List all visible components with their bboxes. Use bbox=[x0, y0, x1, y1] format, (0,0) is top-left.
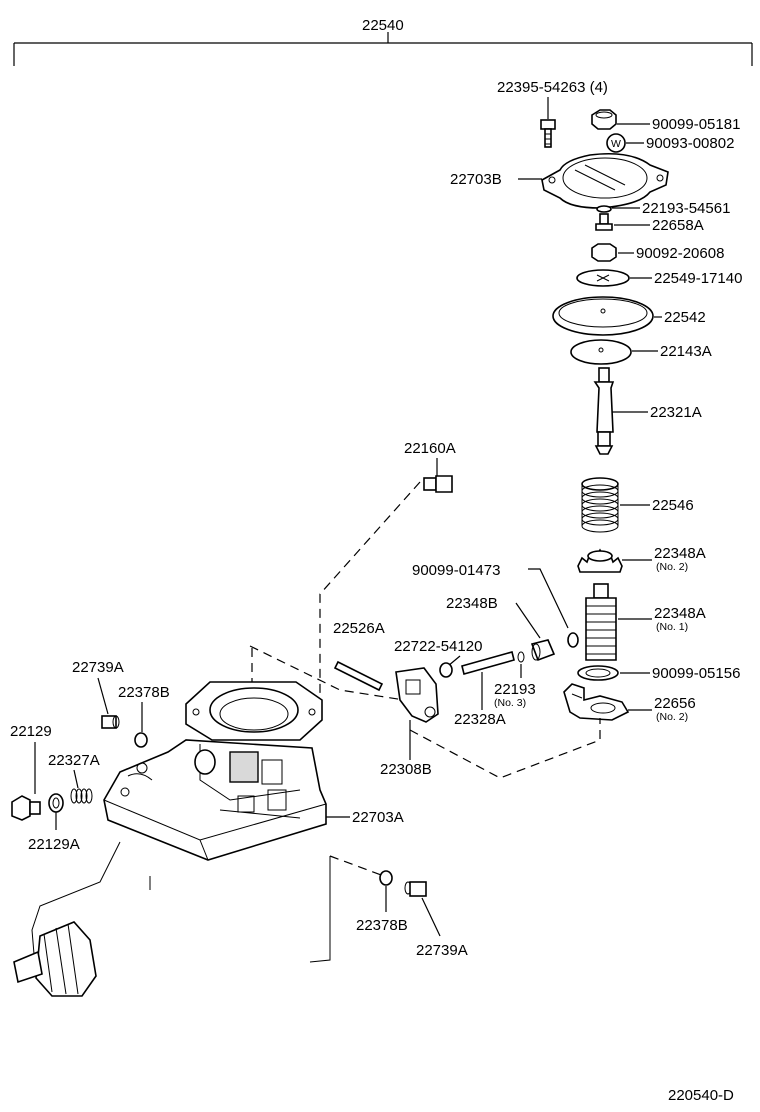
part-label-22739A-bottom: 22739A bbox=[416, 942, 468, 959]
gasket-small-part bbox=[134, 732, 148, 748]
part-label-22542: 22542 bbox=[664, 309, 706, 326]
shaft-part bbox=[593, 367, 615, 455]
part-label-22378B-bottom: 22378B bbox=[356, 917, 408, 934]
adjusting-screw-part bbox=[595, 213, 613, 231]
plug-small-part bbox=[101, 715, 120, 729]
lock-nut-part bbox=[591, 243, 617, 262]
part-sublabel-no2: (No. 2) bbox=[656, 561, 688, 573]
figure-code-label: 220540-D bbox=[668, 1087, 734, 1104]
part-label-22327A: 22327A bbox=[48, 752, 100, 769]
part-label-90092-20608: 90092-20608 bbox=[636, 245, 724, 262]
part-label-90099-05156: 90099-05156 bbox=[652, 665, 740, 682]
assembly-number-label: 22540 bbox=[362, 17, 404, 34]
lever-bracket-part bbox=[395, 667, 439, 723]
part-sublabel-no1: (No. 1) bbox=[656, 621, 688, 633]
small-ring-part bbox=[567, 632, 579, 648]
part-label-90093-00802: 90093-00802 bbox=[646, 135, 734, 152]
part-label-22739A-top: 22739A bbox=[72, 659, 124, 676]
part-label-22308B: 22308B bbox=[380, 761, 432, 778]
nut-small-part bbox=[439, 662, 453, 678]
assembly-dashed-line bbox=[409, 718, 601, 779]
part-label-22193: 22193 bbox=[494, 681, 536, 698]
assembly-bracket bbox=[13, 32, 753, 66]
part-label-22658A: 22658A bbox=[652, 217, 704, 234]
leader-line bbox=[528, 568, 569, 629]
part-label-22378B-top: 22378B bbox=[118, 684, 170, 701]
leader-line bbox=[421, 897, 441, 937]
assembly-dashed-line bbox=[329, 855, 385, 877]
spring-seat-gear-part bbox=[577, 548, 623, 573]
part-label-90099-01473: 90099-01473 bbox=[412, 562, 500, 579]
part-label-22328A: 22328A bbox=[454, 711, 506, 728]
plug-part bbox=[423, 475, 453, 493]
part-label-22395-54263: 22395-54263 (4) bbox=[497, 79, 608, 96]
pin-part bbox=[333, 660, 384, 692]
washer-part: W bbox=[606, 133, 626, 153]
part-label-22321A: 22321A bbox=[650, 404, 702, 421]
assembly-dashed-line bbox=[249, 645, 405, 701]
assembly-dashed-line bbox=[300, 481, 421, 717]
small-o-ring-part bbox=[517, 651, 525, 663]
leader-line bbox=[97, 677, 109, 715]
part-label-22526A: 22526A bbox=[333, 620, 385, 637]
part-sublabel-22656: (No. 2) bbox=[656, 711, 688, 723]
lever-part bbox=[563, 683, 630, 721]
part-label-22722-54120: 22722-54120 bbox=[394, 638, 482, 655]
part-sublabel-22193: (No. 3) bbox=[494, 697, 526, 709]
part-label-90099-05181: 90099-05181 bbox=[652, 116, 740, 133]
part-label-22703A: 22703A bbox=[352, 809, 404, 826]
bolt-part bbox=[540, 119, 556, 148]
part-label-22703B: 22703B bbox=[450, 171, 502, 188]
part-label-22348A-no2: 22348A bbox=[654, 545, 706, 562]
part-label-22160A: 22160A bbox=[404, 440, 456, 457]
lever-shaft-part bbox=[461, 651, 515, 675]
nut-part bbox=[591, 109, 617, 130]
part-label-22143A: 22143A bbox=[660, 343, 712, 360]
diaphragm-plate-part bbox=[570, 339, 632, 365]
part-label-22193-54561: 22193-54561 bbox=[642, 200, 730, 217]
sleeve-part bbox=[585, 583, 617, 661]
leader-line bbox=[73, 769, 79, 789]
gasket-small-part bbox=[379, 870, 393, 886]
part-label-22656: 22656 bbox=[654, 695, 696, 712]
spring-part bbox=[581, 477, 619, 533]
plate-part bbox=[576, 269, 630, 287]
small-spring-part bbox=[70, 788, 93, 804]
part-label-22348A-no1: 22348A bbox=[654, 605, 706, 622]
part-label-22546: 22546 bbox=[652, 497, 694, 514]
plug-bolt-part bbox=[11, 795, 41, 821]
collar-part bbox=[530, 639, 556, 662]
part-label-22348B: 22348B bbox=[446, 595, 498, 612]
part-label-22129A: 22129A bbox=[28, 836, 80, 853]
diaphragm-part bbox=[552, 296, 654, 336]
o-ring-part bbox=[596, 205, 612, 213]
part-label-22549-17140: 22549-17140 bbox=[654, 270, 742, 287]
governor-housing-part bbox=[13, 681, 331, 997]
governor-cover-part bbox=[541, 152, 669, 209]
washer-large-part bbox=[577, 665, 619, 681]
washer-marking: W bbox=[611, 138, 621, 150]
leader-line bbox=[515, 602, 541, 639]
plug-small-part bbox=[404, 881, 427, 897]
gasket-ring-part bbox=[48, 793, 64, 813]
part-label-22129: 22129 bbox=[10, 723, 52, 740]
